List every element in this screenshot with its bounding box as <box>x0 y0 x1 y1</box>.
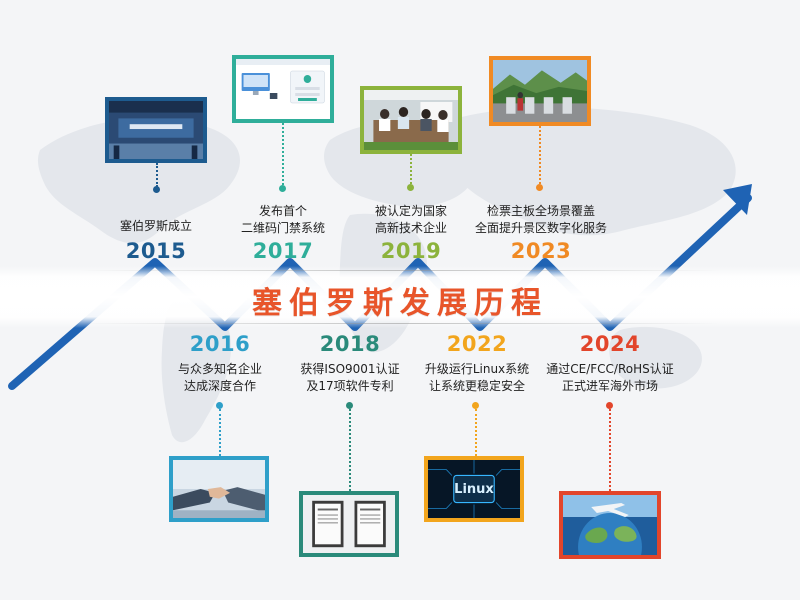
caption-2023: 检票主板全场景覆盖 全面提升景区数字化服务 <box>431 203 651 237</box>
scenic-gates-photo <box>489 56 591 126</box>
year-2023: 2023 <box>510 239 572 263</box>
certificates-photo <box>299 491 399 557</box>
connector-2016 <box>219 409 221 456</box>
linux-badge-text: Linux <box>454 482 494 497</box>
connector-dot-2022 <box>472 402 479 409</box>
connector-2023 <box>539 126 541 184</box>
connector-2019 <box>410 154 412 184</box>
meeting-photo <box>360 86 462 154</box>
year-2015: 2015 <box>125 239 187 263</box>
caption-line: 达成深度合作 <box>183 379 256 393</box>
connector-dot-2015 <box>153 186 160 193</box>
caption-line: 被认定为国家 <box>374 204 447 218</box>
caption-2017: 发布首个 二维码门禁系统 <box>173 203 393 237</box>
page-title: 塞伯罗斯发展历程 <box>252 286 548 321</box>
caption-2018: 获得ISO9001认证 及17项软件专利 <box>240 361 460 395</box>
connector-2018 <box>349 409 351 491</box>
caption-line: 正式进军海外市场 <box>561 379 658 393</box>
connector-dot-2016 <box>216 402 223 409</box>
caption-line: 获得ISO9001认证 <box>300 362 400 376</box>
connector-2015 <box>156 163 158 187</box>
year-2018: 2018 <box>319 332 381 356</box>
caption-line: 让系统更稳定安全 <box>428 379 525 393</box>
caption-2022: 升级运行Linux系统 让系统更稳定安全 <box>367 361 587 395</box>
connector-dot-2019 <box>407 184 414 191</box>
year-2017: 2017 <box>252 239 314 263</box>
connector-dot-2023 <box>536 184 543 191</box>
connector-dot-2017 <box>279 185 286 192</box>
caption-line: 塞伯罗斯成立 <box>119 219 192 233</box>
caption-line: 检票主板全场景覆盖 <box>486 204 595 218</box>
caption-line: 高新技术企业 <box>374 221 447 235</box>
caption-line: 二维码门禁系统 <box>240 221 325 235</box>
handshake-photo <box>169 456 269 522</box>
caption-2019: 被认定为国家 高新技术企业 <box>301 203 521 237</box>
connector-dot-2018 <box>346 402 353 409</box>
globe-airplane-photo <box>559 491 661 559</box>
caption-line: 与众多知名企业 <box>177 362 262 376</box>
year-2024: 2024 <box>579 332 641 356</box>
caption-2015: 塞伯罗斯成立 <box>46 218 266 235</box>
software-screenshot <box>232 55 334 123</box>
caption-2024: 通过CE/FCC/RoHS认证 正式进军海外市场 <box>500 361 720 395</box>
caption-line: 升级运行Linux系统 <box>424 362 530 376</box>
caption-line: 及17项软件专利 <box>306 379 394 393</box>
caption-line: 全面提升景区数字化服务 <box>474 221 607 235</box>
linux-chip-graphic: Linux <box>424 456 524 522</box>
connector-2022 <box>475 409 477 456</box>
year-2022: 2022 <box>446 332 508 356</box>
connector-2017 <box>282 123 284 185</box>
caption-2016: 与众多知名企业 达成深度合作 <box>110 361 330 395</box>
connector-2024 <box>609 409 611 491</box>
year-2019: 2019 <box>380 239 442 263</box>
caption-line: 通过CE/FCC/RoHS认证 <box>546 362 674 376</box>
title-band <box>0 266 800 328</box>
caption-line: 发布首个 <box>258 204 307 218</box>
year-2016: 2016 <box>189 332 251 356</box>
connector-dot-2024 <box>606 402 613 409</box>
office-reception-photo <box>105 97 207 163</box>
